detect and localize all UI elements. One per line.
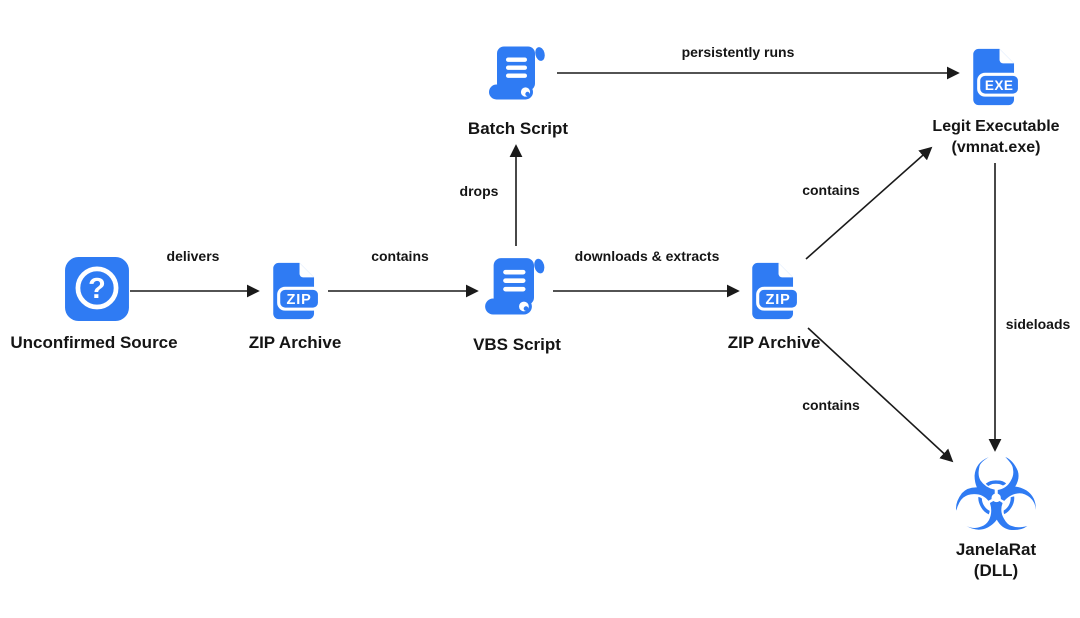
node-unconfirmed-source: ? [64,256,130,327]
legit-executable-title: Legit Executable [932,118,1060,135]
node-label-vbs-script: VBS Script [473,335,561,354]
janelarat-title: JanelaRat [955,540,1037,559]
biohazard-icon: ☣ [951,437,1041,554]
question-glyph: ? [88,273,106,305]
zip-file-icon: ZIP [273,262,322,320]
exe-file-icon: EXE [973,48,1022,106]
edge-label-sideloads: sideloads [1003,316,1073,332]
node-zip-archive-1: ZIP [266,260,324,327]
exe-badge-text: EXE [985,78,1014,93]
node-zip-archive-2: ZIP [745,260,803,327]
script-scroll-icon [485,258,545,315]
edge-contains-2 [805,146,933,260]
question-mark-icon: ? [65,257,129,321]
zip-file-icon: ZIP [752,262,801,320]
node-label-legit-executable: Legit Executable (vmnat.exe) [932,116,1059,158]
zip-badge-text: ZIP [286,292,311,308]
node-label-zip-archive-1: ZIP Archive [248,333,342,352]
edge-label-delivers: delivers [164,248,222,264]
edge-label-contains-1: contains [369,248,431,264]
edge-label-contains-3: contains [800,397,862,413]
edge-label-downloads-extracts: downloads & extracts [572,248,722,264]
node-label-unconfirmed-source: Unconfirmed Source [10,333,178,352]
zip-badge-text: ZIP [765,292,790,308]
node-label-janelarat: JanelaRat (DLL) [956,539,1036,581]
node-vbs-script [483,252,551,333]
node-label-zip-archive-2: ZIP Archive [727,333,821,352]
legit-executable-subtitle: (vmnat.exe) [951,139,1041,156]
node-batch-script [487,40,551,118]
script-scroll-icon [489,46,545,100]
edge-contains-3 [807,327,954,463]
edge-label-drops: drops [457,183,501,199]
node-label-batch-script: Batch Script [467,119,569,138]
edge-label-persistently-runs: persistently runs [679,44,797,60]
janelarat-subtitle: (DLL) [973,561,1019,580]
node-legit-executable: EXE [966,46,1024,113]
edge-label-contains-2: contains [800,182,862,198]
